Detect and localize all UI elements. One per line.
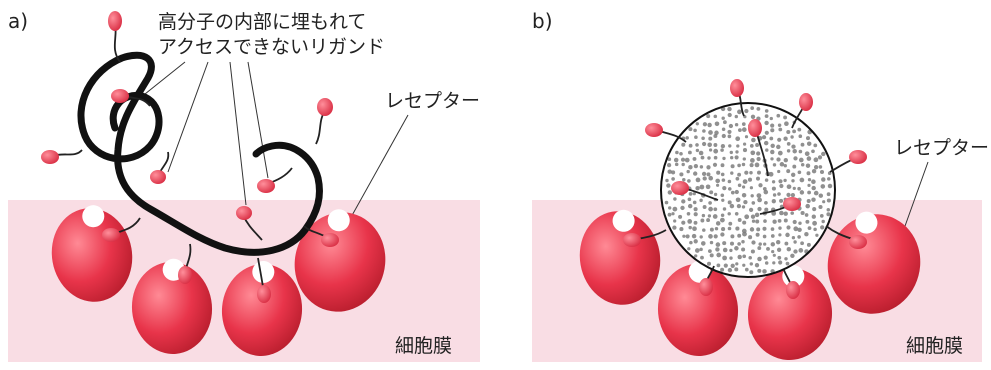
ligand [645, 123, 663, 137]
ligand [178, 266, 192, 284]
ligand [849, 150, 867, 164]
buried-ligand-annotation-line1: 高分子の内部に埋もれて [158, 11, 366, 33]
ligand [730, 79, 744, 97]
ligand [783, 197, 801, 211]
panel-b: b) レセプター 細胞膜 [532, 9, 989, 363]
ligand [41, 150, 59, 164]
ligand [699, 278, 713, 296]
ligand [671, 181, 689, 195]
ligand [623, 233, 641, 247]
ligand [321, 233, 339, 247]
ligand [799, 93, 813, 111]
ligand [849, 235, 867, 249]
ligand [108, 11, 122, 31]
receptor-label-a: レセプター [385, 90, 480, 112]
ligand [786, 281, 800, 299]
membrane-label-a: 細胞膜 [395, 335, 452, 357]
ligand [111, 89, 129, 103]
ligand [257, 179, 275, 193]
ligand [236, 206, 252, 220]
panel-a-label: a) [8, 9, 28, 33]
ligand [150, 170, 166, 184]
buried-ligand-annotation-line2: アクセスできないリガンド [158, 36, 385, 58]
ligand [257, 285, 271, 303]
ligand [102, 228, 120, 242]
ligand [748, 119, 762, 137]
membrane-label-b: 細胞膜 [906, 335, 963, 357]
receptor-label-b: レセプター [894, 137, 989, 159]
panel-a: a) 高分子の内部に埋もれて アクセスできないリガンド レセプター 細胞膜 [8, 9, 480, 362]
panel-b-label: b) [532, 9, 553, 33]
ligand [317, 98, 333, 116]
